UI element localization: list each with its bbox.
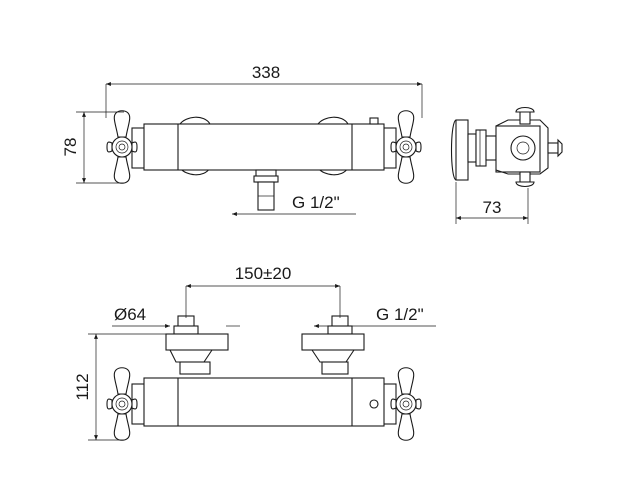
diameter-callout: Ø64 [112, 305, 240, 328]
dimension-73: 73 [455, 182, 529, 224]
dimension-78-label: 78 [61, 138, 80, 157]
dimension-73-label: 73 [483, 198, 502, 217]
front-view-bottom [106, 315, 422, 441]
dimension-338: 338 [105, 63, 423, 118]
thread-callout-top: G 1/2" [232, 193, 356, 216]
dimension-338-label: 338 [252, 63, 280, 82]
dimension-112: 112 [73, 333, 168, 441]
front-view-top [106, 110, 422, 211]
thread-callout-bottom: G 1/2" [314, 305, 436, 328]
dimension-150-label: 150±20 [235, 264, 292, 283]
dimension-112-label: 112 [73, 373, 92, 400]
thread-label-bottom: G 1/2" [376, 305, 424, 324]
diameter-label: Ø64 [114, 305, 146, 324]
side-view [451, 106, 563, 188]
thread-label-top: G 1/2" [292, 193, 340, 212]
dimension-150: 150±20 [185, 264, 341, 318]
dimension-78: 78 [61, 111, 124, 184]
